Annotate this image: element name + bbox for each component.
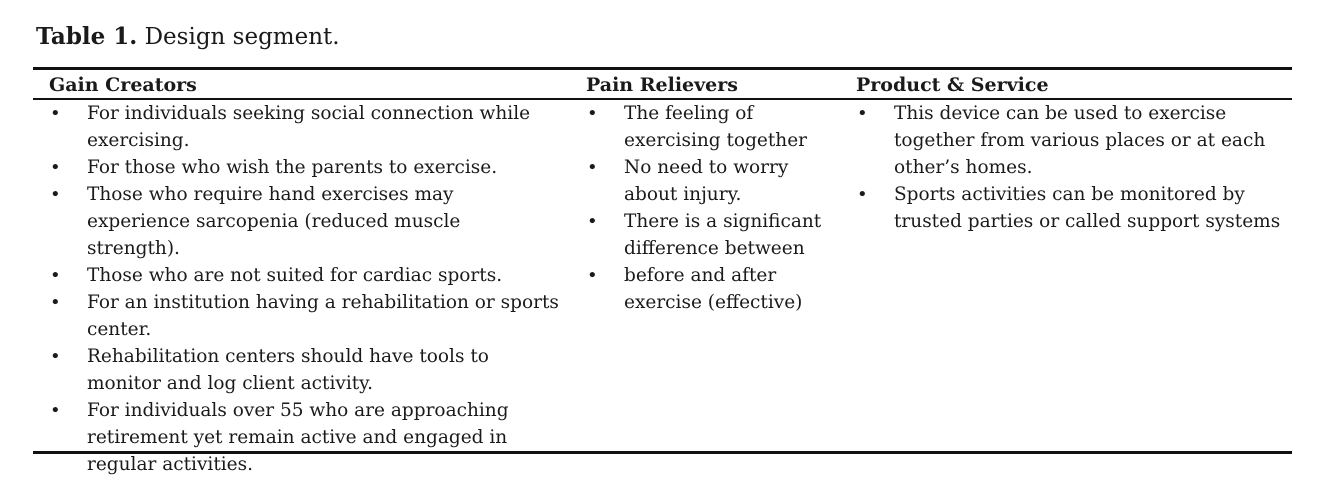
list-item-text: Rehabilitation centers should have tools… xyxy=(87,346,489,394)
list-item: • Those who are not suited for cardiac sp… xyxy=(36,262,559,289)
bullet-icon: • xyxy=(587,157,598,178)
list-item: • For individuals seeking social connecti… xyxy=(36,100,559,154)
bullet-icon: • xyxy=(50,103,61,124)
column-pain-relievers: • The feeling of exercising together • No … xyxy=(573,100,838,316)
bullet-icon: • xyxy=(50,292,61,313)
list-item-text: For an institution having a rehabilitati… xyxy=(87,292,559,340)
list-item: • This device can be used to exercise tog… xyxy=(843,100,1274,181)
list-item-text: There is a significant difference betwee… xyxy=(624,211,822,259)
list-item-text: Sports activities can be monitored by tr… xyxy=(894,184,1281,232)
list-item-text: Those who are not suited for cardiac spo… xyxy=(87,265,503,286)
header-gain-creators: Gain Creators xyxy=(49,74,197,96)
gain-creators-list: • For individuals seeking social connecti… xyxy=(36,100,596,478)
list-item-text: For individuals over 55 who are approach… xyxy=(87,400,509,475)
list-item: • No need to worry about injury. xyxy=(573,154,809,208)
list-item: • Rehabilitation centers should have tool… xyxy=(36,343,497,397)
list-item-text: For individuals seeking social connectio… xyxy=(87,103,531,151)
product-service-list: • This device can be used to exercise tog… xyxy=(843,100,1298,235)
table-caption-label: Table 1. xyxy=(36,23,138,50)
list-item: • For those who wish the parents to exerc… xyxy=(36,154,559,181)
list-item-text: The feeling of exercising together xyxy=(624,103,808,151)
list-item: • There is a significant difference betwe… xyxy=(573,208,824,262)
list-item-text: No need to worry about injury. xyxy=(624,157,789,205)
bullet-icon: • xyxy=(50,157,61,178)
bullet-icon: • xyxy=(50,184,61,205)
table-top-rule xyxy=(33,67,1292,70)
bullet-icon: • xyxy=(587,211,598,232)
header-product-service: Product & Service xyxy=(856,74,1049,96)
list-item: • before and after exercise (effective) xyxy=(573,262,809,316)
table-header-rule xyxy=(33,98,1292,100)
bullet-icon: • xyxy=(857,184,868,205)
bullet-icon: • xyxy=(587,103,598,124)
header-pain-relievers: Pain Relievers xyxy=(586,74,738,96)
list-item: • For an institution having a rehabilitat… xyxy=(36,289,559,343)
pain-relievers-list: • The feeling of exercising together • No … xyxy=(573,100,838,316)
table-body-row: • For individuals seeking social connecti… xyxy=(33,100,1292,475)
list-item-text: before and after exercise (effective) xyxy=(624,265,803,313)
bullet-icon: • xyxy=(857,103,868,124)
bullet-icon: • xyxy=(50,346,61,367)
list-item: • The feeling of exercising together xyxy=(573,100,809,154)
list-item: • Sports activities can be monitored by t… xyxy=(843,181,1289,235)
table-bottom-rule xyxy=(33,451,1292,454)
column-gain-creators: • For individuals seeking social connecti… xyxy=(36,100,596,478)
list-item: • Those who require hand exercises may ex… xyxy=(36,181,559,262)
table-header-row: Gain Creators Pain Relievers Product & S… xyxy=(33,70,1292,98)
list-item-text: This device can be used to exercise toge… xyxy=(894,103,1266,178)
list-item-text: For those who wish the parents to exerci… xyxy=(87,157,498,178)
column-product-service: • This device can be used to exercise tog… xyxy=(843,100,1298,235)
bullet-icon: • xyxy=(50,400,61,421)
list-item: • For individuals over 55 who are approac… xyxy=(36,397,519,478)
bullet-icon: • xyxy=(50,265,61,286)
list-item-text: Those who require hand exercises may exp… xyxy=(87,184,461,259)
table-caption-text: Design segment. xyxy=(137,24,340,50)
bullet-icon: • xyxy=(587,265,598,286)
table-caption: Table 1. Design segment. xyxy=(36,22,340,52)
design-segment-table: Gain Creators Pain Relievers Product & S… xyxy=(33,67,1292,475)
